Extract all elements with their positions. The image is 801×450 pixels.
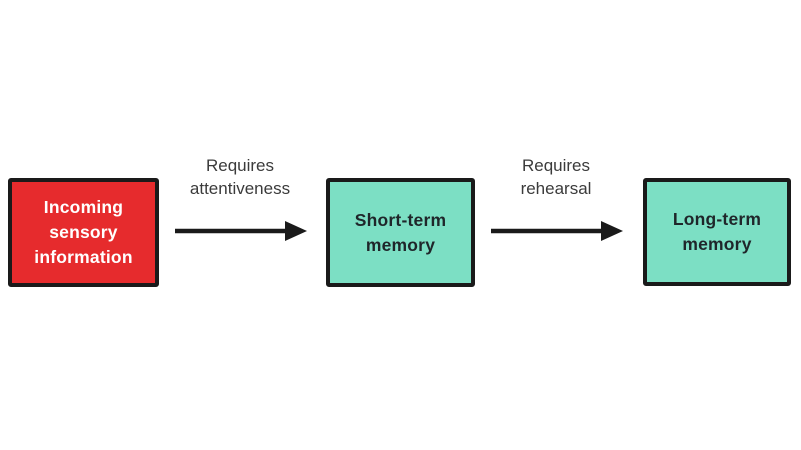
node-incoming-sensory-information: Incoming sensory information (8, 178, 159, 287)
arrow-head (285, 221, 307, 241)
arrow-short-term-to-long-term-icon (491, 221, 623, 241)
node-long-term-memory: Long-term memory (643, 178, 791, 286)
arrow-sensory-to-short-term-icon (175, 221, 307, 241)
edge-label-requires-attentiveness: Requires attentiveness (189, 156, 291, 198)
node-incoming-sensory-information-label: Incoming sensory information (34, 197, 133, 267)
node-long-term-memory-label: Long-term memory (672, 209, 762, 254)
edge-label-requires-rehearsal: Requires rehearsal (520, 156, 592, 198)
node-short-term-memory: Short-term memory (326, 178, 475, 287)
node-short-term-memory-label: Short-term memory (354, 209, 447, 255)
arrow-head (601, 221, 623, 241)
